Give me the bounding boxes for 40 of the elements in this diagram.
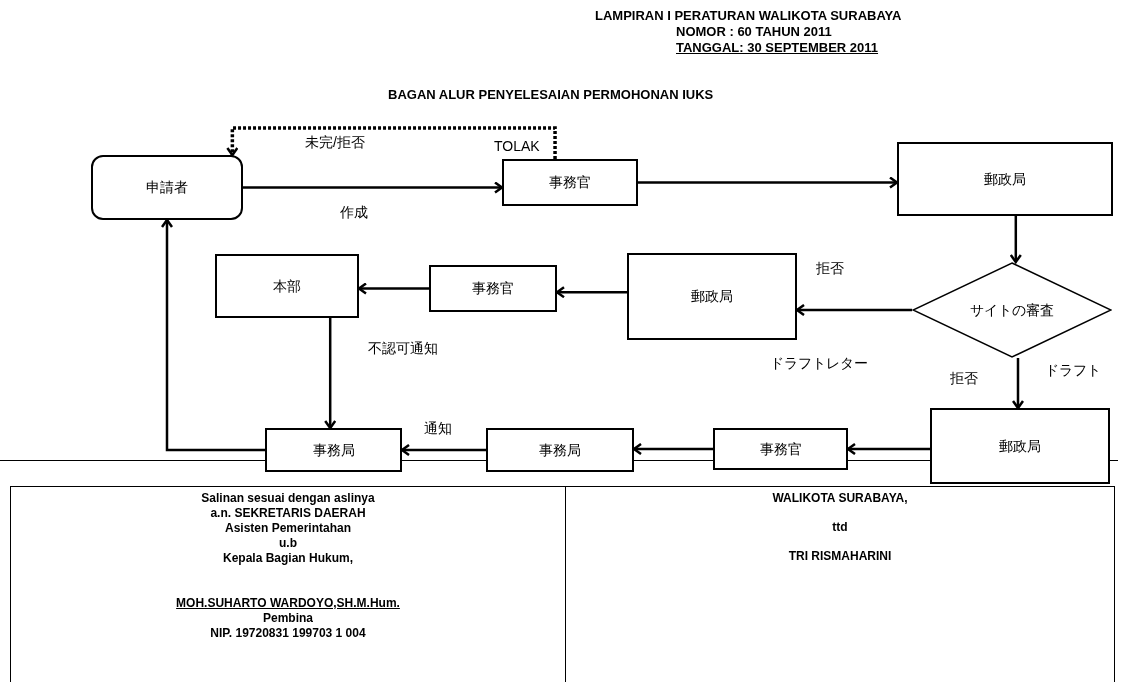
decision-diamond bbox=[912, 262, 1112, 358]
arrow bbox=[1009, 216, 1023, 264]
edge-label: 通知 bbox=[424, 420, 452, 436]
signature-text: Salinan sesuai dengan aslinya bbox=[201, 491, 375, 506]
process-box bbox=[91, 155, 243, 220]
edge-label: 拒否 bbox=[816, 260, 844, 276]
arrow bbox=[1011, 358, 1025, 410]
signature-text: ttd bbox=[832, 520, 848, 535]
process-box bbox=[897, 142, 1113, 216]
flow-note: 不認可通知 bbox=[368, 340, 438, 356]
arrow bbox=[160, 218, 265, 452]
arrow bbox=[638, 176, 899, 189]
dashed-arrow bbox=[226, 126, 557, 159]
signature-text: TRI RISMAHARINI bbox=[788, 549, 892, 564]
arrow bbox=[243, 181, 504, 194]
signature-text: MOH.SUHARTO WARDOYO,SH.M.Hum. bbox=[176, 596, 400, 611]
signature-text: WALIKOTA SURABAYA, bbox=[772, 491, 908, 506]
process-box bbox=[265, 428, 402, 472]
edge-label: 作成 bbox=[340, 204, 368, 220]
flow-note: 拒否 bbox=[950, 370, 978, 386]
header-text: TANGGAL: 30 SEPTEMBER 2011 bbox=[676, 40, 879, 56]
arrow bbox=[323, 318, 337, 430]
flow-note: 未完/拒否 bbox=[305, 134, 365, 150]
signature-text: Pembina bbox=[263, 611, 313, 626]
process-box bbox=[429, 265, 557, 312]
header-text: LAMPIRAN I PERATURAN WALIKOTA SURABAYA bbox=[595, 8, 902, 24]
header-text: NOMOR : 60 TAHUN 2011 bbox=[676, 24, 832, 40]
signature-text: NIP. 19720831 199703 1 004 bbox=[210, 626, 366, 641]
signature-text: Kepala Bagian Hukum, bbox=[223, 551, 353, 566]
signature-text: a.n. SEKRETARIS DAERAH bbox=[210, 506, 366, 521]
process-box bbox=[713, 428, 848, 470]
signature-text: Asisten Pemerintahan bbox=[224, 521, 351, 536]
title: BAGAN ALUR PENYELESAIAN PERMOHONAN IUKS bbox=[388, 86, 714, 104]
signature-text: u.b bbox=[279, 536, 297, 551]
process-box bbox=[930, 408, 1110, 484]
process-box bbox=[486, 428, 634, 472]
process-box bbox=[215, 254, 359, 318]
process-box bbox=[627, 253, 797, 340]
process-box bbox=[502, 159, 638, 206]
edge-label: TOLAK bbox=[494, 138, 540, 154]
